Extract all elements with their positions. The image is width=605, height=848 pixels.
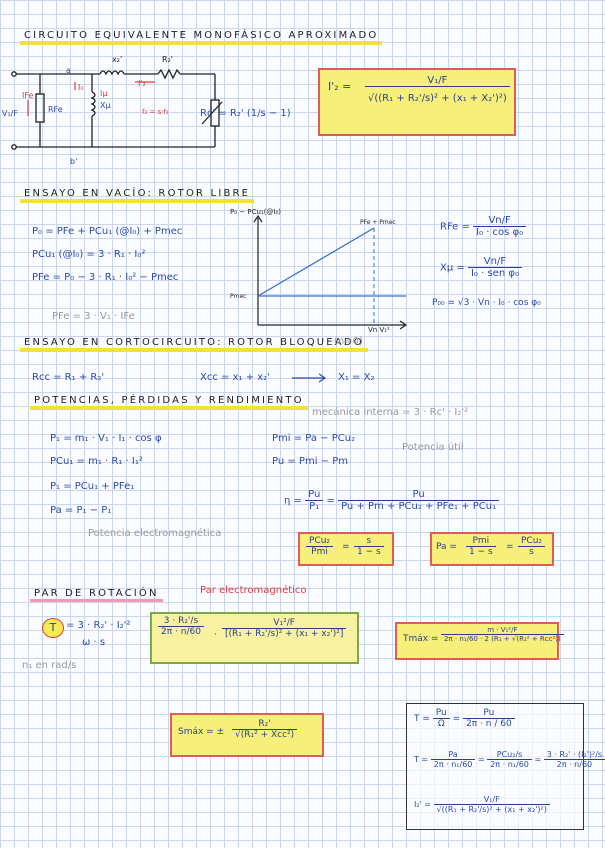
vacio-eq-2: PCu₁ (@I₀) = 3 · R₁ · I₀² (32, 249, 146, 260)
circuit-label-v: V₁/F (2, 109, 18, 118)
circuit-label-imu: Iμ (100, 89, 107, 98)
equivalent-circuit-diagram: a b' V₁/F I₀ I'₂ IFe RFe Iμ Xμ x₂' R₂' f… (2, 55, 223, 166)
circuit-label-x2: x₂' (112, 55, 122, 64)
circuit-label-r2: R₂' (162, 55, 173, 64)
vacio-graph: P₀ − PCu₁(@I₀) Vn V₁² PFe + Pmec Pmec (230, 208, 408, 334)
circuit-label-xmu: Xμ (100, 101, 111, 110)
torque-formulas-panel (406, 703, 584, 830)
cc-eq-1: Rcc = R₁ + R₂' (32, 372, 105, 383)
graph-ylabel: P₀ − PCu₁(@I₀) (230, 208, 281, 216)
circuit-label-io: I₀ (78, 83, 84, 92)
pot-eq-3: P₁ = PCu₁ + PFe₁ (50, 481, 135, 492)
torque-expansion-box: 3 · R₂'/s 2π · n/60 · V₁²/F[(R₁ + R₂'/s)… (150, 612, 359, 664)
circuit-label-i2: I'₂ (138, 79, 146, 88)
cc-eq-3: X₁ = X₂ (338, 372, 375, 383)
p00-formula: P₀₀ = √3 · Vn · I₀ · cos φ₀ (432, 298, 541, 308)
pot-eq-2: PCu₁ = m₁ · R₁ · I₁² (50, 456, 143, 467)
cc-eq-2: Xcc = x₁ + x₂' (200, 372, 270, 383)
circuit-label-f: f₂ = s·f₁ (142, 108, 169, 116)
header-circuit: CIRCUITO EQUIVALENTE MONOFÁSICO APROXIMA… (20, 30, 383, 45)
header-potencias: POTENCIAS, PÉRDIDAS Y RENDIMIENTO (30, 395, 308, 410)
i2-formula-box: I'₂ = V₁/F √((R₁ + R₂'/s)² + (x₁ + X₂')²… (318, 68, 516, 136)
i2-denominator: √((R₁ + R₂'/s)² + (x₁ + X₂')²) (368, 93, 507, 104)
omega-note: n₁ en rad/s (22, 660, 77, 671)
torque-denominator: ω · s (82, 637, 106, 648)
pot-eq-4: Pa = P₁ − P₁ (50, 505, 112, 516)
vacio-eq-4: PFe = 3 · V₁ · IFe (52, 311, 135, 322)
pot-eq-5-note: mecánica interna = 3 · Rc' · I₂'² (312, 407, 469, 418)
pot-eq-5: Pmi = Pa − PCu₂ (272, 433, 356, 444)
vacio-eq-3: PFe = P₀ − 3 · R₁ · I₀² − Pmec (32, 272, 179, 283)
pot-eq-6-note: Potencia útil (402, 442, 464, 453)
circuit-label-rfe: RFe (48, 105, 63, 114)
vacio-eq-1: P₀ = PFe + PCu₁ (@I₀) + Pmec (32, 226, 183, 237)
torque-formula-3: I₂' = V₁/F√((R₁ + R₂'/s)² + (x₁ + x₂')²) (414, 795, 550, 814)
header-vacio: ENSAYO EN VACÍO: ROTOR LIBRE (20, 188, 255, 203)
circuit-label-b: b' (70, 157, 77, 166)
graph-xlabel: Vn V₁² (368, 326, 390, 334)
pot-eq-1: P₁ = m₁ · V₁ · I₁ · cos φ (50, 433, 162, 444)
circuit-label-a: a (66, 66, 71, 75)
header-cc: ENSAYO EN CORTOCIRCUITO: ROTOR BLOQUEADO (20, 337, 368, 352)
pot-eq-4-note: Potencia electromagnética (88, 528, 222, 539)
graph-point-label: PFe + Pmec (360, 219, 396, 226)
smax-box: Smáx = ± R₂'√(R₁² + Xcc²) (170, 713, 324, 757)
pot-eq-6: Pu = Pmi − Pm (272, 456, 348, 467)
i2-numerator: V₁/F (365, 75, 510, 87)
torque-numerator: = 3 · R₂' · I₂'² (66, 620, 131, 631)
graph-y0-label: Pmec (230, 293, 246, 300)
rc-equation: Rc' = R₂' (1/s − 1) (200, 108, 291, 119)
header-par: PAR DE ROTACIÓN (30, 588, 163, 602)
torque-symbol: T (42, 618, 64, 638)
circuit-label-ife: IFe (22, 91, 34, 100)
header-cc-note: (n=0) (334, 336, 363, 347)
i2-lhs: I'₂ = (328, 80, 352, 93)
header-par-note: Par electromagnético (200, 585, 307, 596)
arrow-icon (292, 373, 327, 383)
